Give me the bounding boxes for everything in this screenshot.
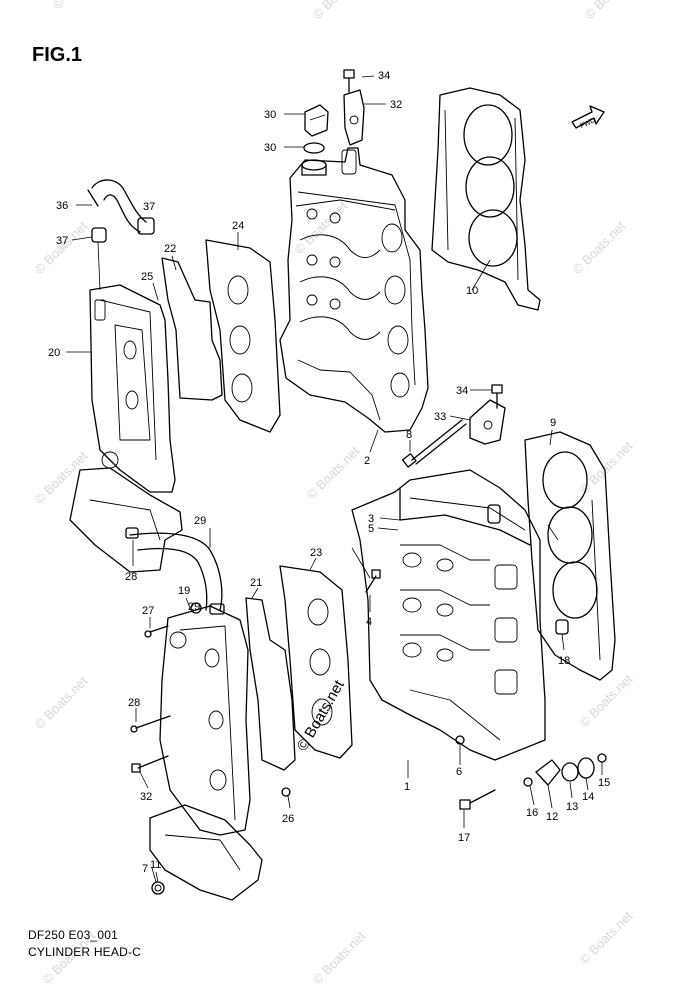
callout-label: 27 <box>142 605 154 617</box>
watermark: © Boats.net <box>292 198 351 257</box>
center-watermark: © Boats.net <box>294 677 348 754</box>
callout-label: 17 <box>458 832 470 844</box>
watermark: © Boats.net <box>304 443 363 502</box>
callout-label: 22 <box>164 243 176 255</box>
callout-label: 14 <box>582 791 594 803</box>
callout-label: 15 <box>598 777 610 789</box>
callout-label: 29 <box>194 515 206 527</box>
callout-label: 19 <box>178 585 190 597</box>
watermark: © Boats.net <box>577 671 636 730</box>
fwd-arrow-icon: FWD <box>571 105 605 130</box>
watermark: © Boats.net <box>32 218 91 277</box>
callout-label: 10 <box>466 285 478 297</box>
lower-manifold-piece <box>149 804 263 901</box>
lower-head-gasket <box>524 431 616 681</box>
callout-label: 26 <box>282 813 294 825</box>
watermark: © Boats.net <box>32 673 91 732</box>
lower-head-cover <box>159 605 251 836</box>
callout-label: 29 <box>188 601 200 613</box>
callout-label: 9 <box>550 417 556 429</box>
callout-label: 34 <box>456 385 468 397</box>
callout-label: 13 <box>566 801 578 813</box>
misc-small-parts <box>365 569 607 810</box>
upper-cylinder-head <box>279 147 429 433</box>
watermark: © Boats.net <box>577 908 636 967</box>
lower-cylinder-head <box>351 469 546 761</box>
figure-title: FIG.1 <box>32 44 83 66</box>
callout-label: 1 <box>404 781 410 793</box>
watermark: © Boats.net <box>32 448 91 507</box>
callout-label: 6 <box>456 766 462 778</box>
water-hose-lower <box>125 527 225 615</box>
callout-label: 21 <box>250 577 262 589</box>
callout-label: 28 <box>128 697 140 709</box>
hanger-bracket-top <box>343 69 365 146</box>
upper-cover-gaskets <box>161 239 281 433</box>
callout-label: 24 <box>232 220 244 232</box>
upper-head-cover <box>89 284 176 493</box>
oil-filler-cap <box>301 104 329 176</box>
callout-label: 8 <box>406 429 412 441</box>
head-bolt <box>401 419 467 468</box>
callout-label: 11 <box>150 859 161 871</box>
callout-label: 25 <box>141 271 153 283</box>
callout-label: 12 <box>546 811 558 823</box>
watermark: © Boats.net <box>50 0 109 12</box>
figure-name: CYLINDER HEAD-C <box>28 945 142 959</box>
callout-label: 32 <box>140 791 152 803</box>
watermark-layer: © Boats.net © Boats.net © Boats.net © Bo… <box>32 0 641 987</box>
callout-label: 20 <box>48 347 60 359</box>
callout-label: 23 <box>310 547 322 559</box>
callout-label: 16 <box>526 807 538 819</box>
callout-label: 32 <box>390 99 402 111</box>
callout-label: 3 <box>368 513 374 525</box>
watermark: © Boats.net <box>310 0 369 22</box>
hanger-bracket-lower <box>469 384 506 445</box>
watermark: © Boats.net <box>582 0 641 22</box>
callout-label: 4 <box>366 616 372 628</box>
callout-label: 37 <box>143 201 155 213</box>
callout-label: 34 <box>378 70 390 82</box>
watermark: © Boats.net <box>570 218 629 277</box>
callout-label: 30 <box>264 142 276 154</box>
callout-label: 30 <box>264 109 276 121</box>
callout-label: 28 <box>125 571 137 583</box>
upper-head-gasket <box>431 87 541 311</box>
callout-label: 36 <box>56 200 68 212</box>
lower-cover-gaskets <box>245 565 353 771</box>
water-hose-upper <box>87 179 155 291</box>
watermark: © Boats.net <box>310 928 369 987</box>
callout-label: 7 <box>142 863 148 875</box>
callout-label: 37 <box>56 235 68 247</box>
leader-lines <box>66 75 603 883</box>
figure-code: DF250 E03_001 <box>28 928 118 942</box>
callout-label: 2 <box>364 455 370 467</box>
callout-label: 33 <box>434 411 446 423</box>
upper-manifold-piece <box>69 467 183 573</box>
callout-label: 5 <box>368 523 374 535</box>
callout-label: 18 <box>558 655 570 667</box>
callout-labels: 34 32 30 30 36 37 37 24 22 25 20 10 2 34… <box>48 70 610 875</box>
lower-left-fasteners <box>130 602 291 797</box>
